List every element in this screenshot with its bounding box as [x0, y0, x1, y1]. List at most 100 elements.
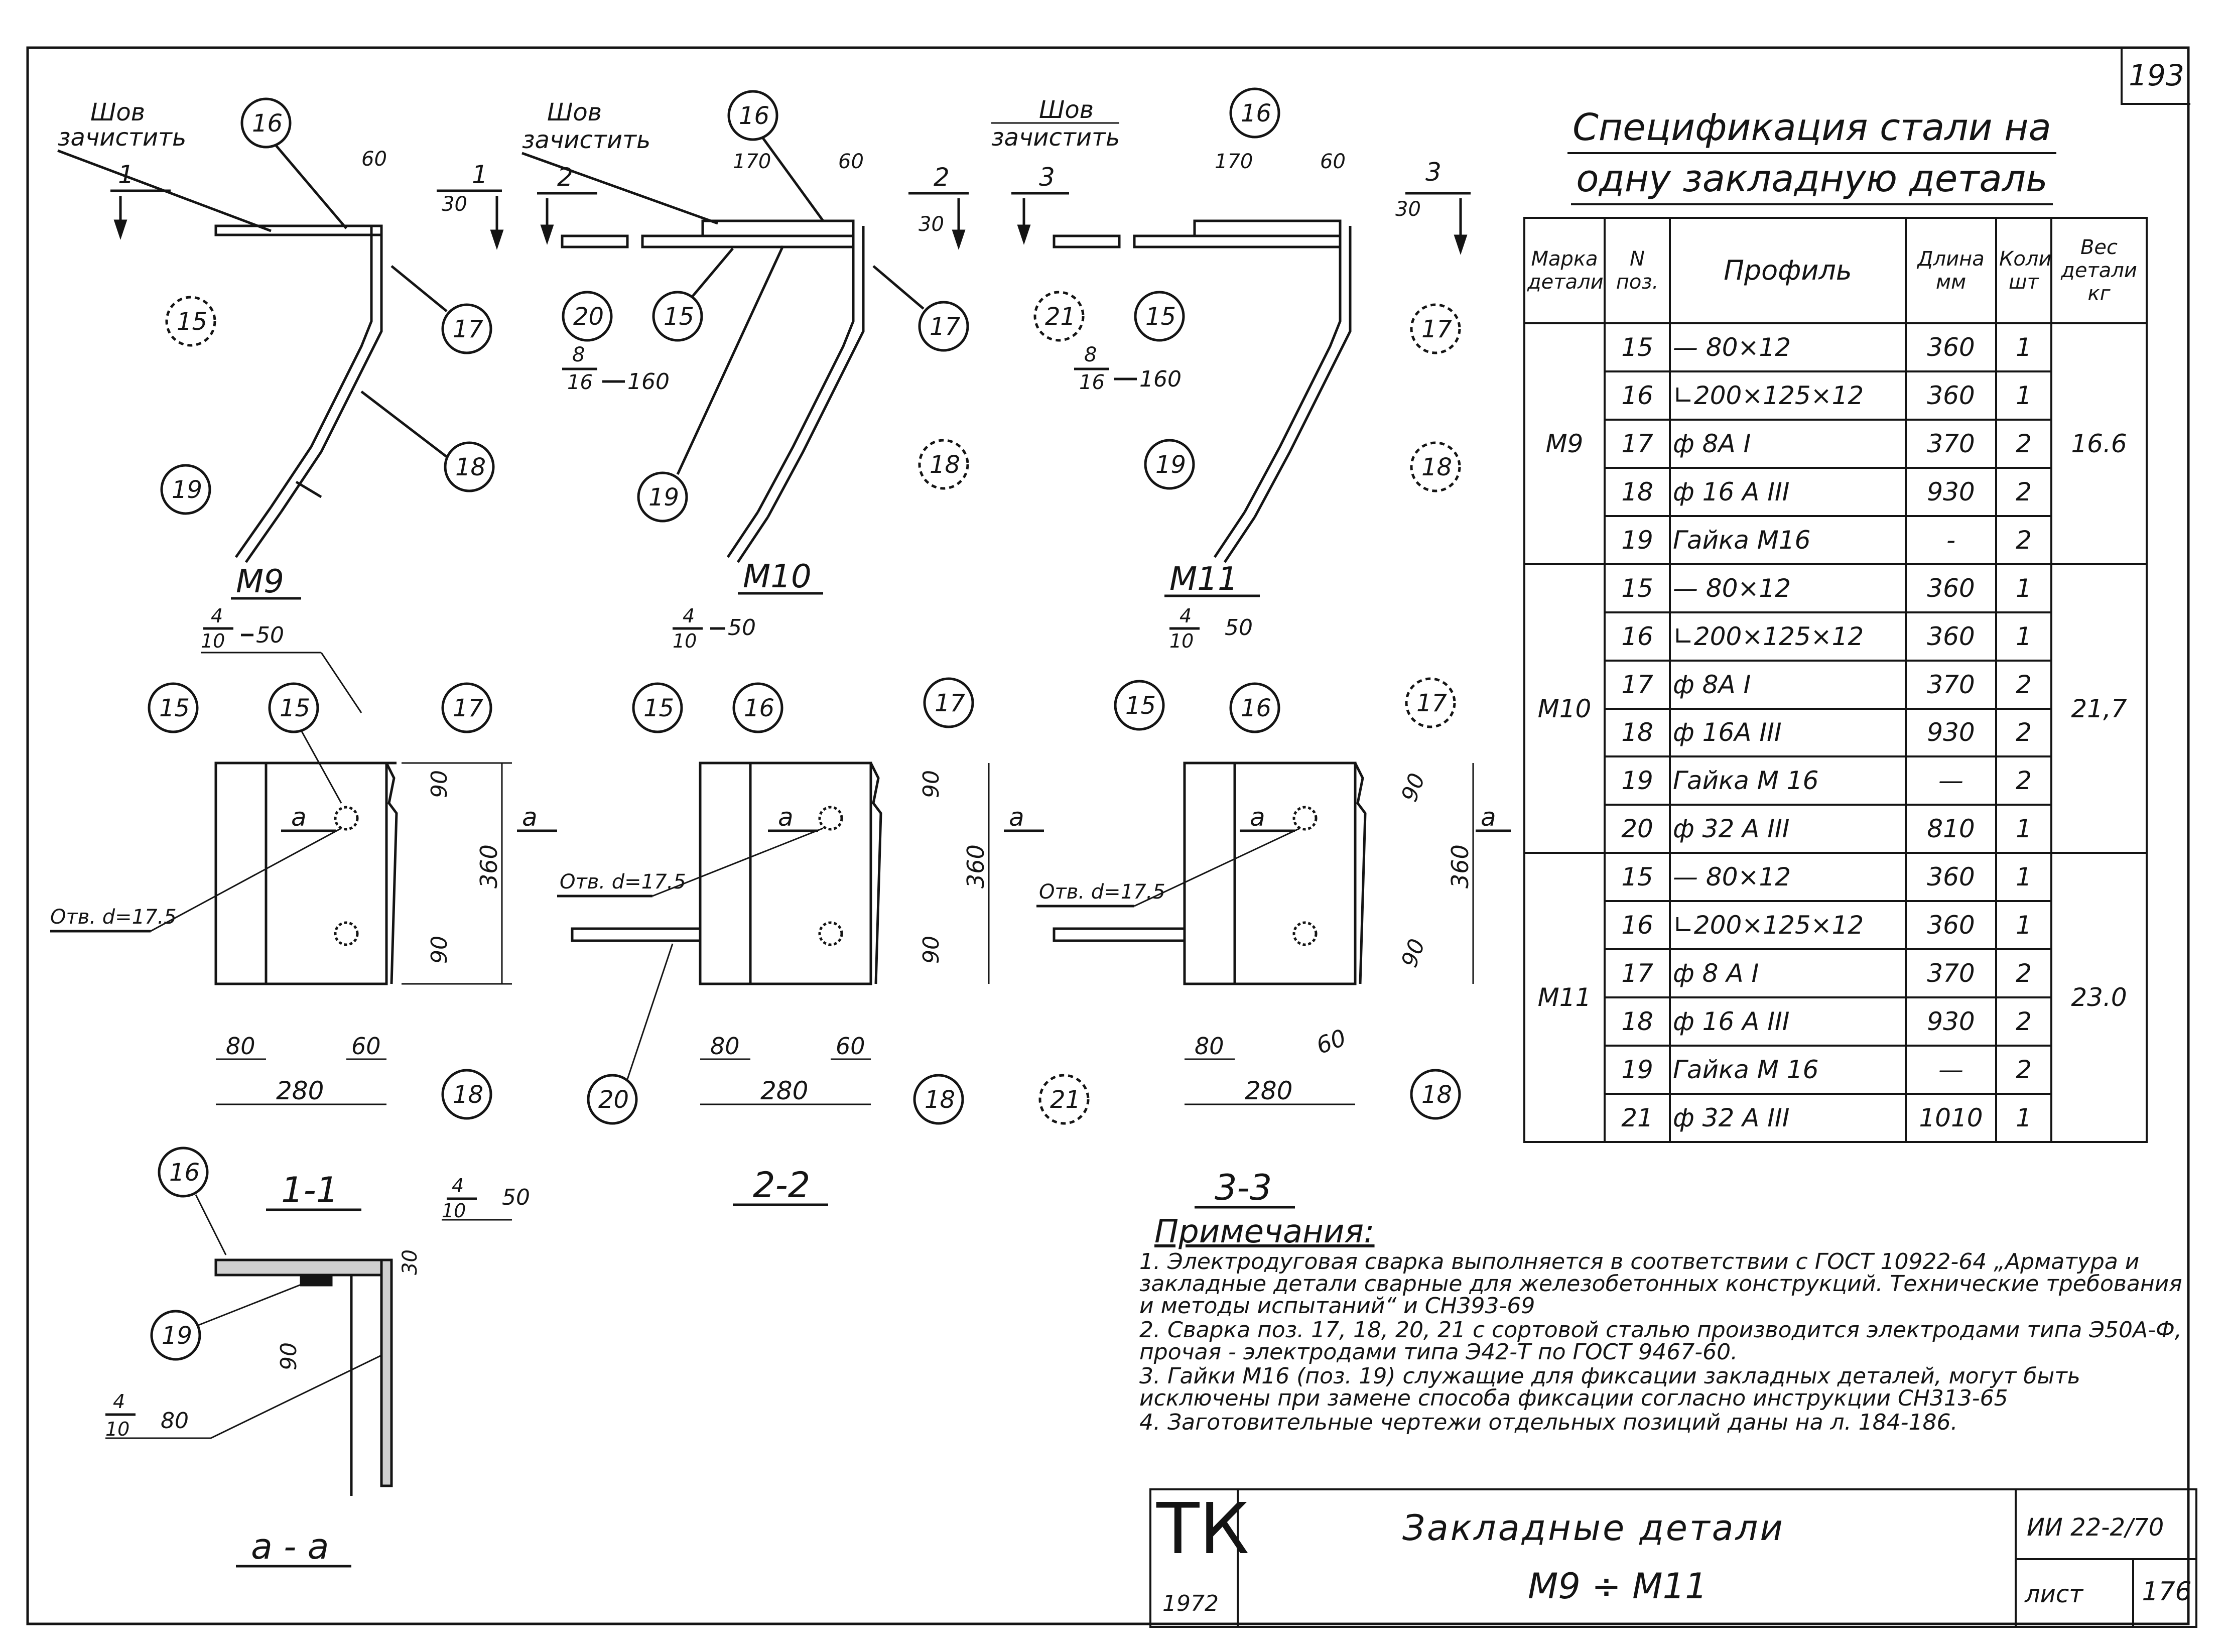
stamp-title: Закладные детали	[1402, 1507, 1785, 1549]
spec-profile: ф 8 А I	[1669, 948, 1907, 999]
spec-qty: 1	[1995, 563, 2052, 613]
aa-weld2-len: 80	[161, 1408, 189, 1434]
note-2: 2. Сварка поз. 17, 18, 20, 21 с сортовой…	[1139, 1317, 2182, 1365]
spec-weight: 23.0	[2050, 852, 2148, 1143]
seam-note-line1: Шов	[90, 98, 145, 126]
m10-weld-len: 50	[728, 615, 756, 641]
stamp-sheet-label: лист	[2025, 1580, 2083, 1608]
callout-18-b: 18	[930, 451, 960, 479]
m9-weld-num: 4	[211, 605, 223, 627]
col-marka: Марка детали	[1523, 217, 1606, 324]
view-title-m10: М10	[743, 558, 812, 595]
m11-dim-80: 80	[1195, 1033, 1224, 1060]
spec-marka: М11	[1523, 852, 1606, 1143]
m11-dim-90-top: 90	[1396, 770, 1430, 805]
notes-title: Примечания:	[1154, 1213, 1375, 1250]
spec-pos: 15	[1604, 322, 1671, 372]
weld3-num: 8	[1084, 343, 1097, 366]
callout-18-c: 18	[1421, 453, 1452, 481]
m11-dim-360: 360	[1447, 844, 1474, 888]
dim-30-c: 30	[1395, 198, 1421, 221]
m9-weld-len: 50	[256, 622, 284, 648]
spec-length: 360	[1905, 563, 1997, 613]
callout-18-a: 18	[455, 453, 486, 481]
stamp-sheet-number: 176	[2132, 1558, 2199, 1626]
spec-qty: 2	[1995, 659, 2052, 710]
callout-19-c: 19	[1155, 451, 1186, 479]
callout-19-b: 19	[648, 483, 679, 512]
spec-profile: Гайка М16	[1669, 515, 1907, 565]
spec-qty: 1	[1995, 1093, 2052, 1143]
col-pos: N поз.	[1604, 217, 1671, 324]
notes-block: Примечания: 1. Электродуговая сварка вып…	[1139, 1213, 2193, 1436]
m9-dim-360: 360	[475, 844, 502, 888]
aa-weld-len: 50	[502, 1185, 530, 1210]
spec-pos: 20	[1604, 804, 1671, 854]
spec-qty: 2	[1995, 1045, 2052, 1095]
callout-17-g: 17	[1416, 689, 1448, 717]
callout-18-g: 18	[1421, 1081, 1452, 1109]
spec-profile: — 80×12	[1669, 563, 1907, 613]
elevation-m9: Шов зачистить 1 1 60 30 16 15 17 19 18	[57, 97, 504, 563]
seam-note3-line1: Шов	[1039, 96, 1094, 124]
spec-header-row: Марка детали N поз. Профиль Длина мм Кол…	[1523, 217, 2148, 324]
m10-dim-80: 80	[710, 1033, 740, 1060]
callout-16-c: 16	[1241, 99, 1271, 128]
spec-title-line1: Спецификация стали на	[1567, 103, 2056, 154]
col-profile: Профиль	[1669, 217, 1907, 324]
m11-hole-label: Отв. d=17.5	[1039, 880, 1165, 904]
callout-19-a: 19	[172, 476, 202, 504]
callout-16-b: 16	[739, 102, 769, 130]
view-title-m11: М11	[1169, 561, 1238, 598]
spec-qty: 2	[1995, 466, 2052, 517]
spec-qty: 1	[1995, 370, 2052, 421]
plan-m10: М10 4 10 50 а а Отв. d=17.5 360 90 90 80…	[557, 558, 1044, 1125]
callout-19-h: 19	[162, 1322, 192, 1350]
spec-length: 360	[1905, 370, 1997, 421]
dim-170-b: 170	[733, 150, 771, 173]
callout-16-a: 16	[252, 109, 283, 138]
spec-pos: 17	[1604, 948, 1671, 999]
spec-qty: 2	[1995, 996, 2052, 1047]
spec-length: 370	[1905, 659, 1997, 710]
seam-note3-line2: зачистить	[991, 123, 1120, 152]
m10-section-a-left: а	[778, 803, 794, 832]
callout-18-f: 18	[925, 1086, 955, 1114]
spec-profile: ф 8А I	[1669, 418, 1907, 469]
spec-weight: 16.6	[2050, 322, 2148, 565]
dim-60-a: 60	[361, 148, 387, 171]
aa-weld2-den: 10	[105, 1418, 129, 1440]
spec-qty: 2	[1995, 948, 2052, 999]
org-mark: ТК	[1156, 1488, 1249, 1570]
note-3: 3. Гайки М16 (поз. 19) служащие для фикс…	[1139, 1363, 2080, 1411]
section-3-3: 3-3	[1215, 1167, 1272, 1208]
note-4: 4. Заготовительные чертежи отдельных поз…	[1139, 1410, 1958, 1435]
spec-profile: ф 32 А III	[1669, 1093, 1907, 1143]
elevation-m11: Шов зачистить 3 3 170 60 30 8 16 160 16 …	[991, 87, 1471, 563]
plan-m11: М11 4 10 50 а а Отв. d=17.5 360 90 90 80…	[1036, 561, 1511, 1125]
m9-section-a-left: а	[291, 803, 307, 832]
spec-length: 1010	[1905, 1093, 1997, 1143]
callout-16-h: 16	[169, 1159, 200, 1187]
spec-pos: 17	[1604, 418, 1671, 469]
spec-pos: 19	[1604, 515, 1671, 565]
callout-17-f: 17	[935, 689, 966, 717]
callout-15-e: 15	[280, 694, 310, 722]
spec-profile: ф 32 А III	[1669, 804, 1907, 854]
dim-30-a: 30	[442, 193, 467, 216]
m11-section-a-right: а	[1481, 803, 1496, 832]
dim-60-c: 60	[1320, 150, 1346, 173]
callout-20-b: 20	[573, 303, 604, 331]
m11-section-a-left: а	[1250, 803, 1265, 832]
callout-21-g: 21	[1050, 1086, 1081, 1114]
title-block: ТК 1972 Закладные детали М9 ÷ М11 ИИ 22-…	[1149, 1488, 2197, 1628]
m11-dim-280: 280	[1245, 1076, 1292, 1105]
m9-dim-280: 280	[276, 1076, 324, 1105]
m9-hole-label: Отв. d=17.5	[50, 906, 177, 929]
spec-profile: — 80×12	[1669, 852, 1907, 903]
section-2-2: 2-2	[753, 1165, 810, 1206]
